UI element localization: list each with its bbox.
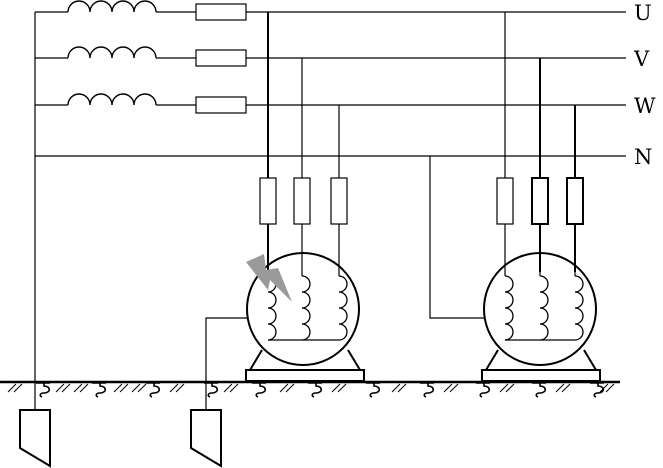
ground-electrode-icon	[19, 392, 51, 468]
inductor-coil-icon	[67, 0, 157, 13]
motor-1-branch	[259, 12, 348, 272]
motor-icon	[245, 252, 365, 382]
label-u: U	[634, 1, 652, 25]
fuse-icon	[293, 177, 311, 225]
fuse-icon	[259, 177, 277, 225]
motor-2-branch	[496, 12, 584, 272]
earth-hatching	[7, 383, 615, 393]
label-v: V	[633, 47, 650, 71]
lightning-fault-icon	[246, 254, 292, 302]
motor-2-neutral-conductor	[429, 156, 484, 319]
inductor-coil-icon	[67, 46, 157, 59]
fuse-icon	[566, 177, 584, 225]
fuse-icon	[330, 177, 348, 225]
label-w: W	[634, 94, 656, 118]
inductor-coil-icon	[67, 93, 157, 106]
fuse-icon	[195, 49, 247, 67]
fuse-icon	[531, 177, 549, 225]
fuse-icon	[195, 96, 247, 114]
ground-electrode-icon	[190, 392, 222, 468]
motor-1-ground-conductor	[205, 317, 248, 392]
fuse-icon	[195, 3, 247, 21]
label-n: N	[634, 145, 652, 169]
motor-icon	[481, 252, 601, 382]
fuse-icon	[496, 177, 514, 225]
